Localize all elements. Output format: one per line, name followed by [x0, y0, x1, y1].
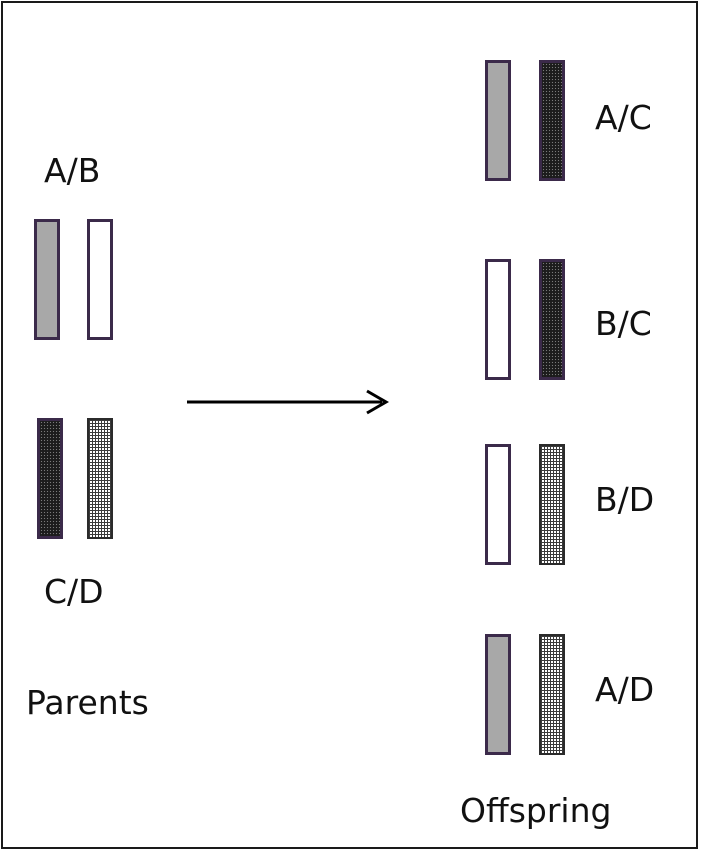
parent-chromosome-d [87, 418, 113, 539]
offspring-label-ad: A/D [595, 670, 655, 709]
offspring-label-bd: B/D [595, 480, 655, 519]
offspring-bd-chromosome-d [539, 444, 565, 565]
parent-chromosome-c [37, 418, 63, 539]
offspring-label-ac: A/C [595, 98, 652, 137]
parent-chromosome-b [87, 219, 113, 340]
offspring-ad-chromosome-d [539, 634, 565, 755]
cross-arrow-icon [187, 389, 389, 415]
parent-bottom-label: C/D [44, 572, 104, 611]
offspring-bc-chromosome-b [485, 259, 511, 380]
offspring-bd-chromosome-b [485, 444, 511, 565]
offspring-label-bc: B/C [595, 304, 652, 343]
parents-caption: Parents [26, 683, 149, 722]
parent-top-label: A/B [44, 151, 101, 190]
parent-chromosome-a [34, 219, 60, 340]
offspring-bc-chromosome-c [539, 259, 565, 380]
offspring-ac-chromosome-c [539, 60, 565, 181]
offspring-caption: Offspring [460, 791, 612, 830]
offspring-ac-chromosome-a [485, 60, 511, 181]
offspring-ad-chromosome-a [485, 634, 511, 755]
